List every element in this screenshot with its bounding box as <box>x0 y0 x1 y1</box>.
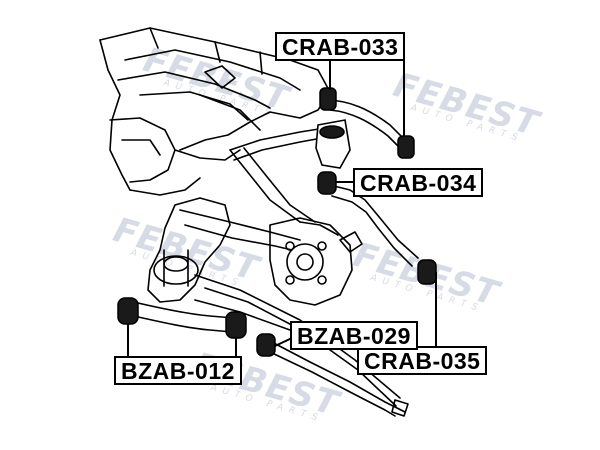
bushing-bzab-029 <box>256 333 276 357</box>
label-bzab-029: BZAB-029 <box>290 321 418 350</box>
bushing-crab-033-right <box>397 135 415 159</box>
arm-bzab-012-drawing <box>124 299 235 333</box>
bushing-bzab-012-left <box>117 297 139 325</box>
label-crab-033: CRAB-033 <box>275 32 406 61</box>
bushing-crab-034 <box>317 171 337 195</box>
lower-link-drawing <box>329 184 419 267</box>
bushing-crab-033-left <box>319 87 337 111</box>
wishbone-drawing <box>179 147 339 251</box>
bushing-bzab-012-right <box>225 311 247 339</box>
label-crab-035: CRAB-035 <box>357 346 488 375</box>
mount-bushing <box>315 119 351 169</box>
subframe-drawing <box>99 27 331 196</box>
knuckle-drawing <box>147 197 353 306</box>
leader-lines <box>127 58 437 356</box>
bushing-crab-035 <box>417 259 437 285</box>
label-bzab-012: BZAB-012 <box>114 356 242 385</box>
label-crab-034: CRAB-034 <box>353 168 484 197</box>
